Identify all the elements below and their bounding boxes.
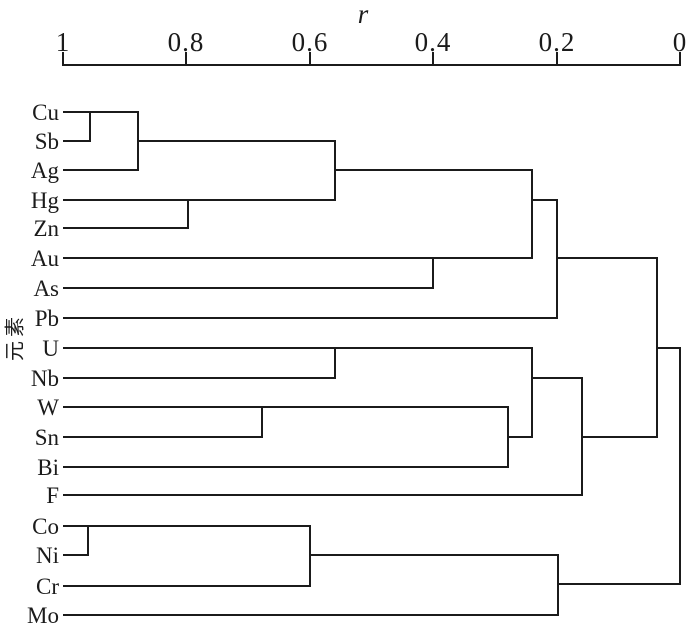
leaf-label: Ag xyxy=(31,158,60,183)
leaf-label: W xyxy=(37,395,59,420)
leaf-label: Sb xyxy=(35,129,59,154)
leaf-label: Ni xyxy=(36,543,59,568)
x-axis-tick-label: 0 xyxy=(673,27,688,57)
x-axis-tick-label: 0.6 xyxy=(292,27,329,57)
x-axis-tick-label: 1 xyxy=(56,27,71,57)
leaf-label: As xyxy=(33,276,59,301)
leaf-label: Zn xyxy=(33,216,59,241)
leaf-label: U xyxy=(42,336,59,361)
leaf-label: Pb xyxy=(35,306,59,331)
leaf-label: Nb xyxy=(31,366,59,391)
leaf-label: F xyxy=(46,483,59,508)
leaf-label: Cr xyxy=(36,574,59,599)
leaf-label: Sn xyxy=(35,425,60,450)
leaf-label: Co xyxy=(32,514,59,539)
leaf-label: Mo xyxy=(27,603,59,626)
leaf-label: Cu xyxy=(32,100,59,125)
leaf-label: Hg xyxy=(31,188,60,213)
leaf-label: Au xyxy=(31,246,60,271)
x-axis-title: r xyxy=(357,0,369,29)
x-axis-tick-label: 0.8 xyxy=(168,27,205,57)
x-axis-tick-label: 0.2 xyxy=(539,27,576,57)
x-axis-tick-label: 0.4 xyxy=(415,27,452,57)
leaf-label: Bi xyxy=(37,455,59,480)
